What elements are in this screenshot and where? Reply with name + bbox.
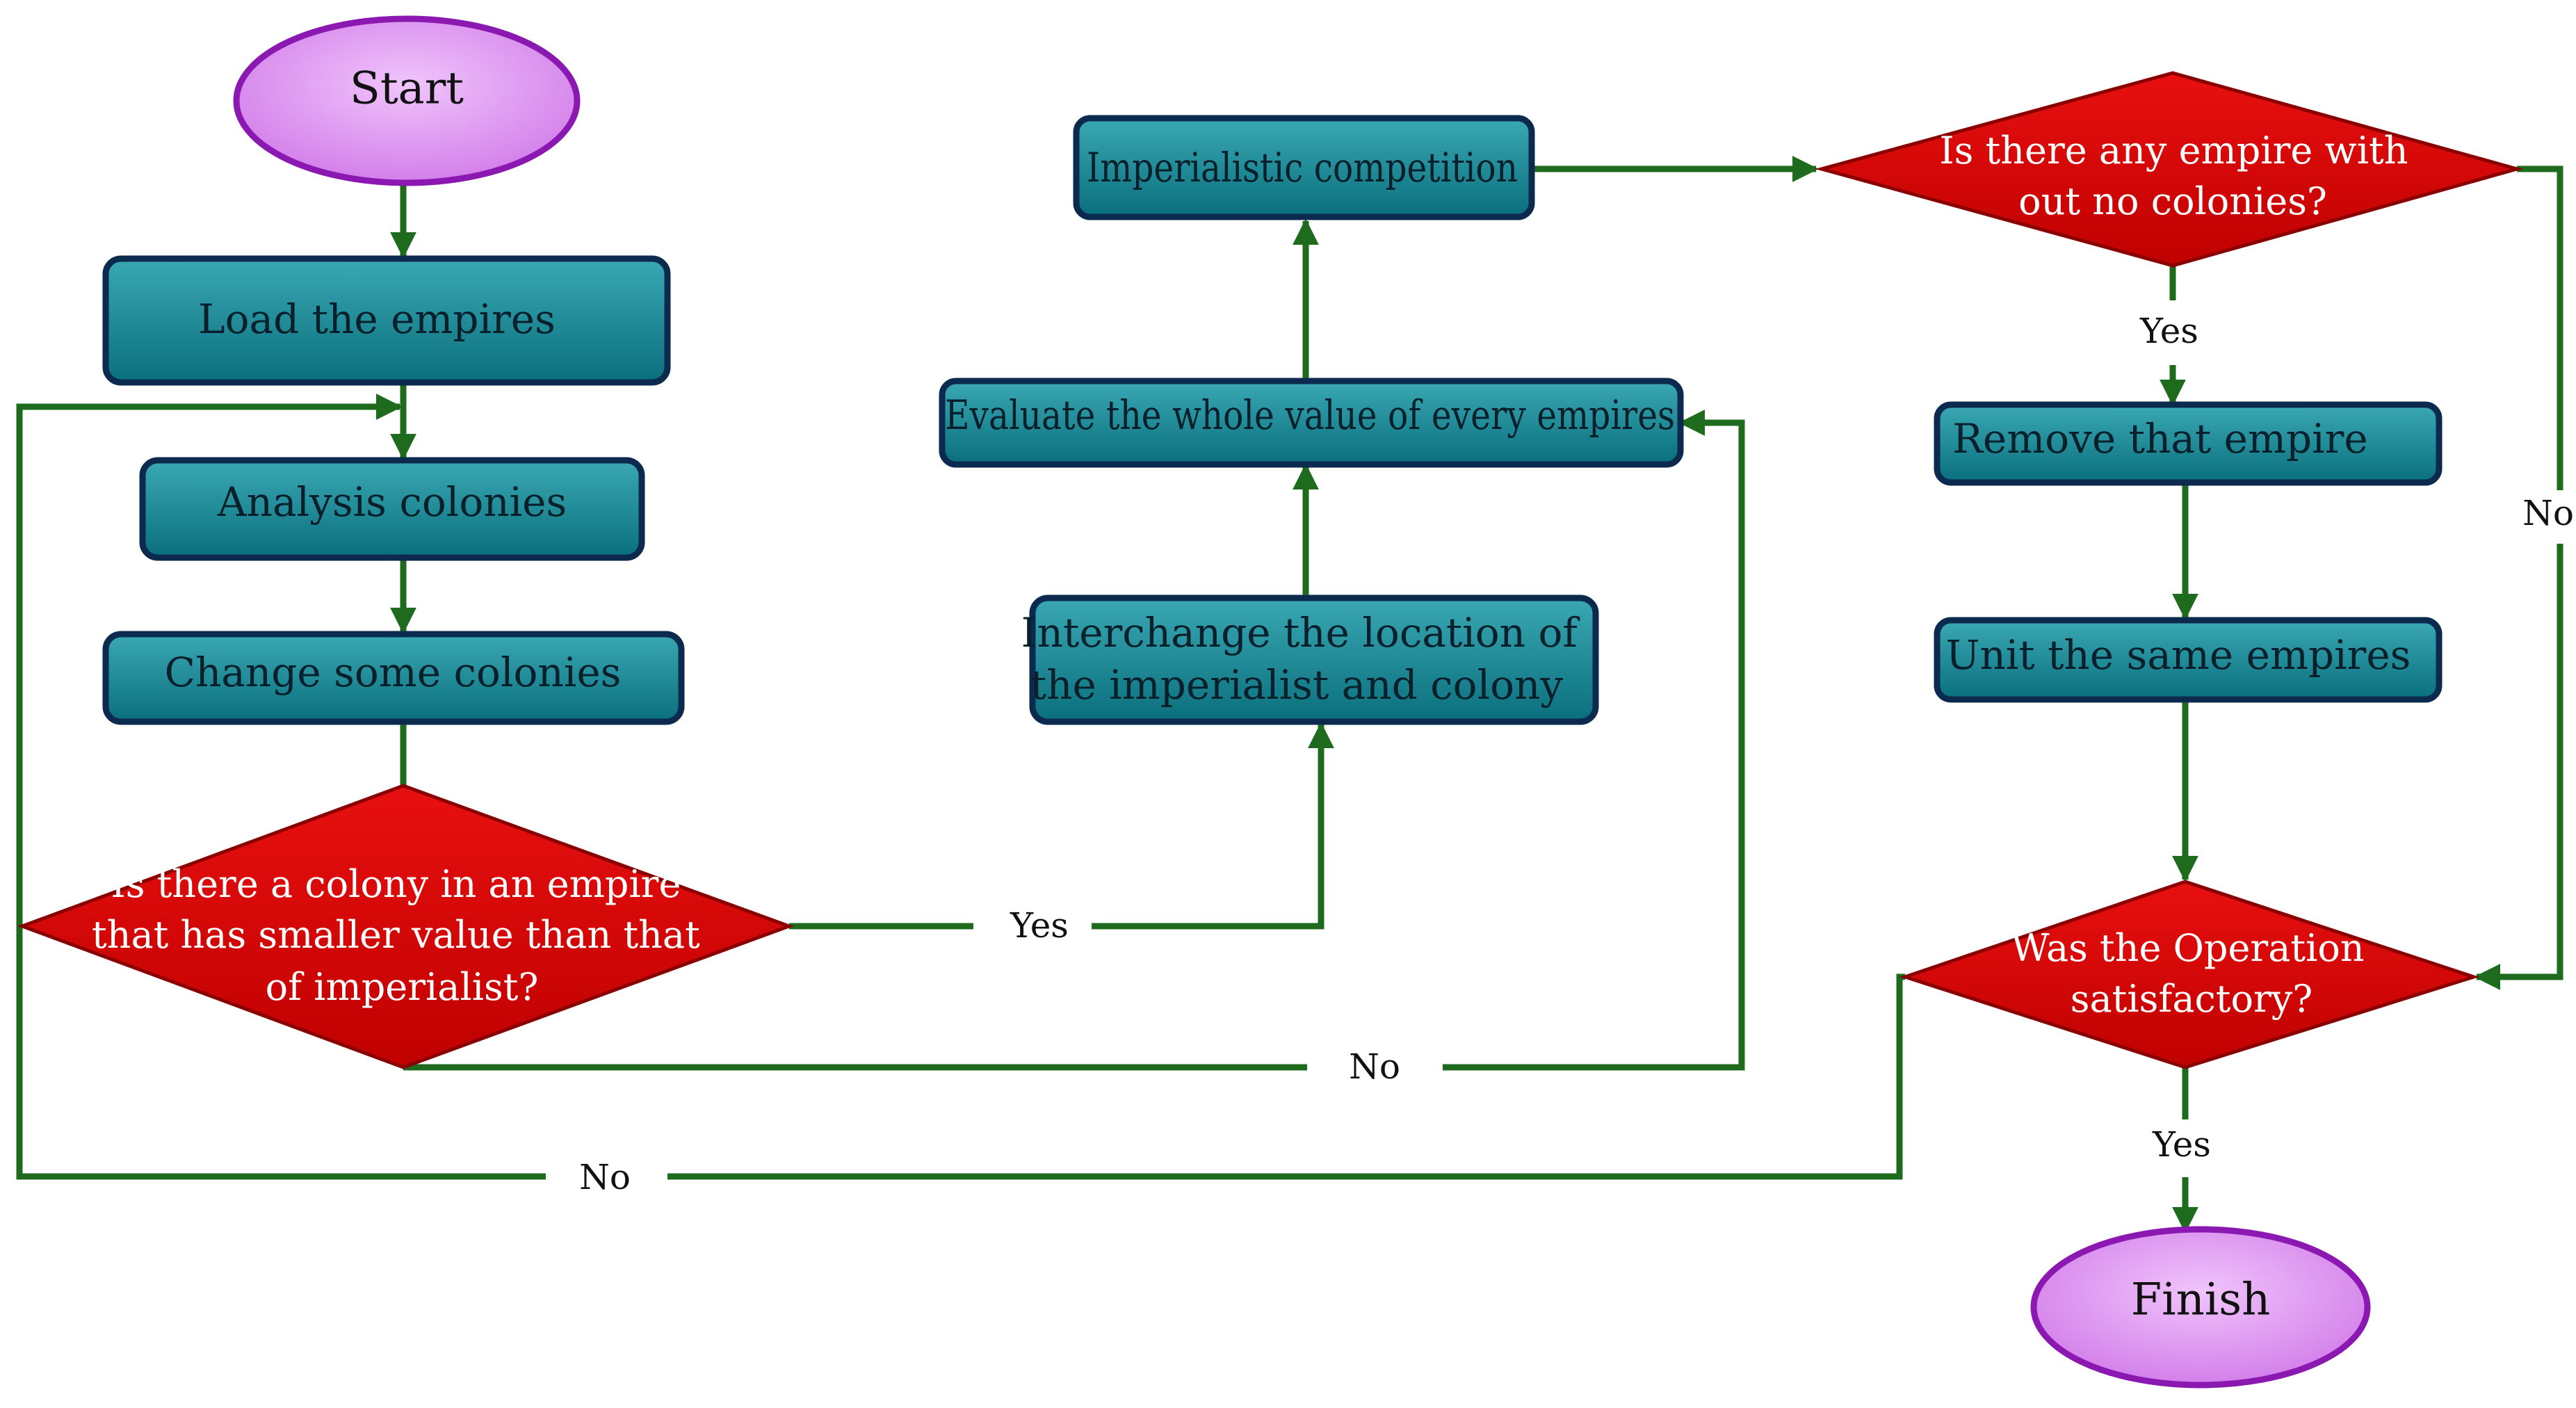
edge-colony-yes-to-interchange — [1092, 722, 1334, 930]
edge-label-empire-yes: Yes — [2139, 311, 2198, 351]
finish-terminal: Finish — [2030, 1226, 2371, 1389]
edges — [16, 156, 2563, 1233]
operation-decision-label: Was the Operation satisfactory? — [2011, 926, 2376, 1021]
edge-empire-no-b — [2474, 544, 2563, 990]
colony-decision-label: Is there a colony in an empire that has … — [92, 862, 712, 1009]
edge-label-operation-yes: Yes — [2152, 1124, 2211, 1165]
empire-decision-line-2: out no colonies? — [2018, 179, 2327, 223]
edge-empire-no-a — [2517, 165, 2563, 490]
edge-label-operation-no: No — [579, 1157, 631, 1197]
colony-decision-diamond: Is there a colony in an empire that has … — [17, 784, 795, 1069]
load-empires-box: Load the empires — [102, 255, 671, 386]
finish-label: Finish — [2131, 1275, 2271, 1326]
change-colonies-label: Change some colonies — [165, 649, 622, 696]
edge-colony-no-to-evaluate — [1443, 410, 1745, 1071]
evaluate-label: Evaluate the whole value of every empire… — [945, 391, 1675, 439]
operation-decision-line-1: Was the Operation — [2011, 926, 2365, 970]
edge-label-colony-yes: Yes — [1010, 905, 1069, 946]
edge-operation-no-b — [16, 394, 546, 1180]
edge-labels: Yes No Yes No Yes No — [579, 311, 2574, 1197]
edge-label-empire-no: No — [2522, 493, 2574, 533]
load-empires-label: Load the empires — [198, 296, 556, 343]
imperialistic-competition-box: Imperialistic competition — [1073, 115, 1535, 220]
interchange-line-2: the imperialist and colony — [1030, 661, 1564, 709]
colony-decision-line-3: of imperialist? — [266, 965, 539, 1009]
remove-empire-label: Remove that empire — [1952, 415, 2367, 462]
interchange-line-1: Interchange the location of — [1021, 609, 1580, 656]
colony-decision-line-1: Is there a colony in an empire — [111, 862, 681, 906]
empire-decision-line-1: Is there any empire with — [1939, 129, 2408, 172]
remove-empire-box: Remove that empire — [1934, 401, 2443, 486]
start-terminal: Start — [233, 15, 581, 186]
unit-empires-label: Unit the same empires — [1946, 631, 2411, 679]
edge-label-colony-no: No — [1349, 1046, 1400, 1087]
interchange-box: Interchange the location of the imperial… — [1021, 594, 1599, 725]
edge-operation-no-a — [667, 973, 1905, 1180]
analysis-colonies-label: Analysis colonies — [217, 478, 567, 526]
empire-decision-diamond: Is there any empire with out no colonies… — [1815, 71, 2524, 268]
change-colonies-box: Change some colonies — [102, 631, 685, 725]
unit-empires-box: Unit the same empires — [1934, 617, 2443, 703]
imperialistic-competition-label: Imperialistic competition — [1087, 144, 1518, 191]
operation-decision-diamond: Was the Operation satisfactory? — [1899, 880, 2480, 1069]
operation-decision-line-2: satisfactory? — [2071, 977, 2313, 1021]
start-label: Start — [350, 63, 464, 115]
interchange-label: Interchange the location of the imperial… — [1021, 609, 1591, 709]
evaluate-box: Evaluate the whole value of every empire… — [939, 378, 1684, 468]
analysis-colonies-box: Analysis colonies — [139, 457, 645, 561]
colony-decision-line-2: that has smaller value than that — [92, 913, 700, 957]
empire-decision-label: Is there any empire with out no colonies… — [1939, 129, 2420, 223]
